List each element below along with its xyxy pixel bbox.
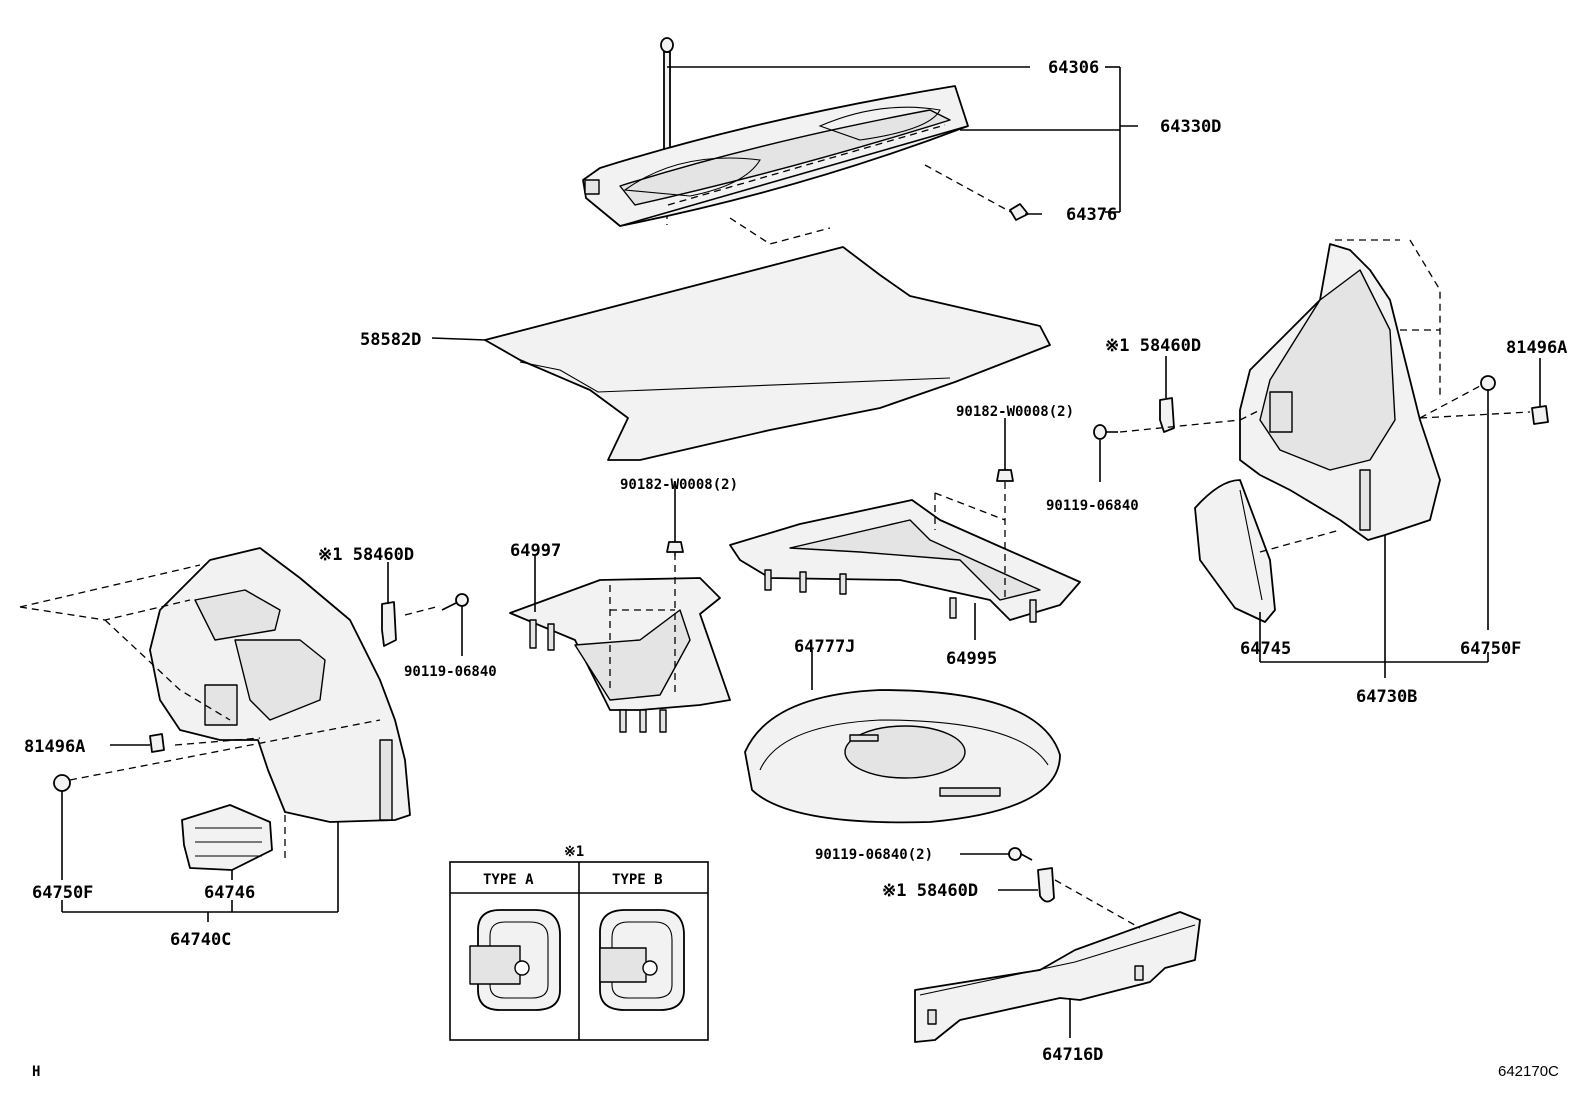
type-a-hook-icon [469, 909, 561, 1011]
part-90119-bottom-bolt [1008, 847, 1033, 861]
type-b-hook-icon [599, 909, 685, 1011]
inset-type-b-label: TYPE B [612, 872, 663, 888]
label-64330D: 64330D [1160, 117, 1221, 137]
label-64716D: 64716D [1042, 1045, 1103, 1065]
label-90119-left: 90119-06840 [404, 664, 497, 680]
label-90119-right: 90119-06840 [1046, 498, 1139, 514]
figure-code: 642170C [1498, 1063, 1559, 1080]
label-58460D-bottom: ※1 58460D [882, 881, 978, 901]
label-64740C: 64740C [170, 930, 231, 950]
part-64716D-sill-plate [914, 911, 1201, 1043]
label-90119-bottom: 90119-06840(2) [815, 847, 933, 863]
part-64376-clip [1009, 203, 1029, 221]
leader-lines [61, 66, 1541, 1038]
label-58460D-left: ※1 58460D [318, 545, 414, 565]
label-81496A-right: 81496A [1506, 338, 1567, 358]
part-90119-right-bolt [1093, 424, 1118, 440]
inset-title: ※1 [564, 844, 584, 860]
part-81496A-right-clip [1531, 405, 1549, 425]
part-58460D-right-hook [1159, 397, 1175, 433]
label-64306: 64306 [1048, 58, 1099, 78]
label-64750F-right: 64750F [1460, 639, 1521, 659]
corner-mark: H [32, 1064, 40, 1080]
part-64750F-right-pin [1480, 375, 1496, 391]
part-64745-trim [1194, 479, 1276, 623]
label-64745: 64745 [1240, 639, 1291, 659]
part-64330D-package-tray [582, 85, 1019, 245]
label-64746: 64746 [204, 883, 255, 903]
part-64777J-spare-cover [744, 689, 1061, 824]
label-90182-right: 90182-W0008(2) [956, 404, 1074, 420]
part-58460D-left-hook [381, 601, 397, 647]
label-64777J: 64777J [794, 637, 855, 657]
label-64997: 64997 [510, 541, 561, 561]
part-90182-right-nut [996, 469, 1014, 482]
part-90182-center-nut [666, 541, 684, 556]
label-90182-center: 90182-W0008(2) [620, 477, 738, 493]
part-64995-rear-tray [729, 482, 1081, 623]
label-58460D-right: ※1 58460D [1105, 336, 1201, 356]
part-64997-floor-board [509, 553, 731, 733]
part-64746-cover [181, 804, 273, 871]
inset-box [449, 861, 709, 1041]
part-81496A-left-clip [149, 733, 165, 753]
label-64730B: 64730B [1356, 687, 1417, 707]
part-64730B-right-panel [1239, 243, 1441, 541]
part-64750F-left-pin [53, 774, 71, 792]
label-64376: 64376 [1066, 205, 1117, 225]
label-58582D: 58582D [360, 330, 421, 350]
part-58460D-bottom-hook [1037, 867, 1055, 903]
part-58582D-trunk-mat [484, 246, 1051, 461]
part-90119-left-bolt [441, 593, 469, 611]
label-81496A-left: 81496A [24, 737, 85, 757]
inset-type-a-label: TYPE A [483, 872, 534, 888]
label-64995: 64995 [946, 649, 997, 669]
part-64740C-left-panel [149, 547, 411, 823]
label-64750F-left: 64750F [32, 883, 93, 903]
